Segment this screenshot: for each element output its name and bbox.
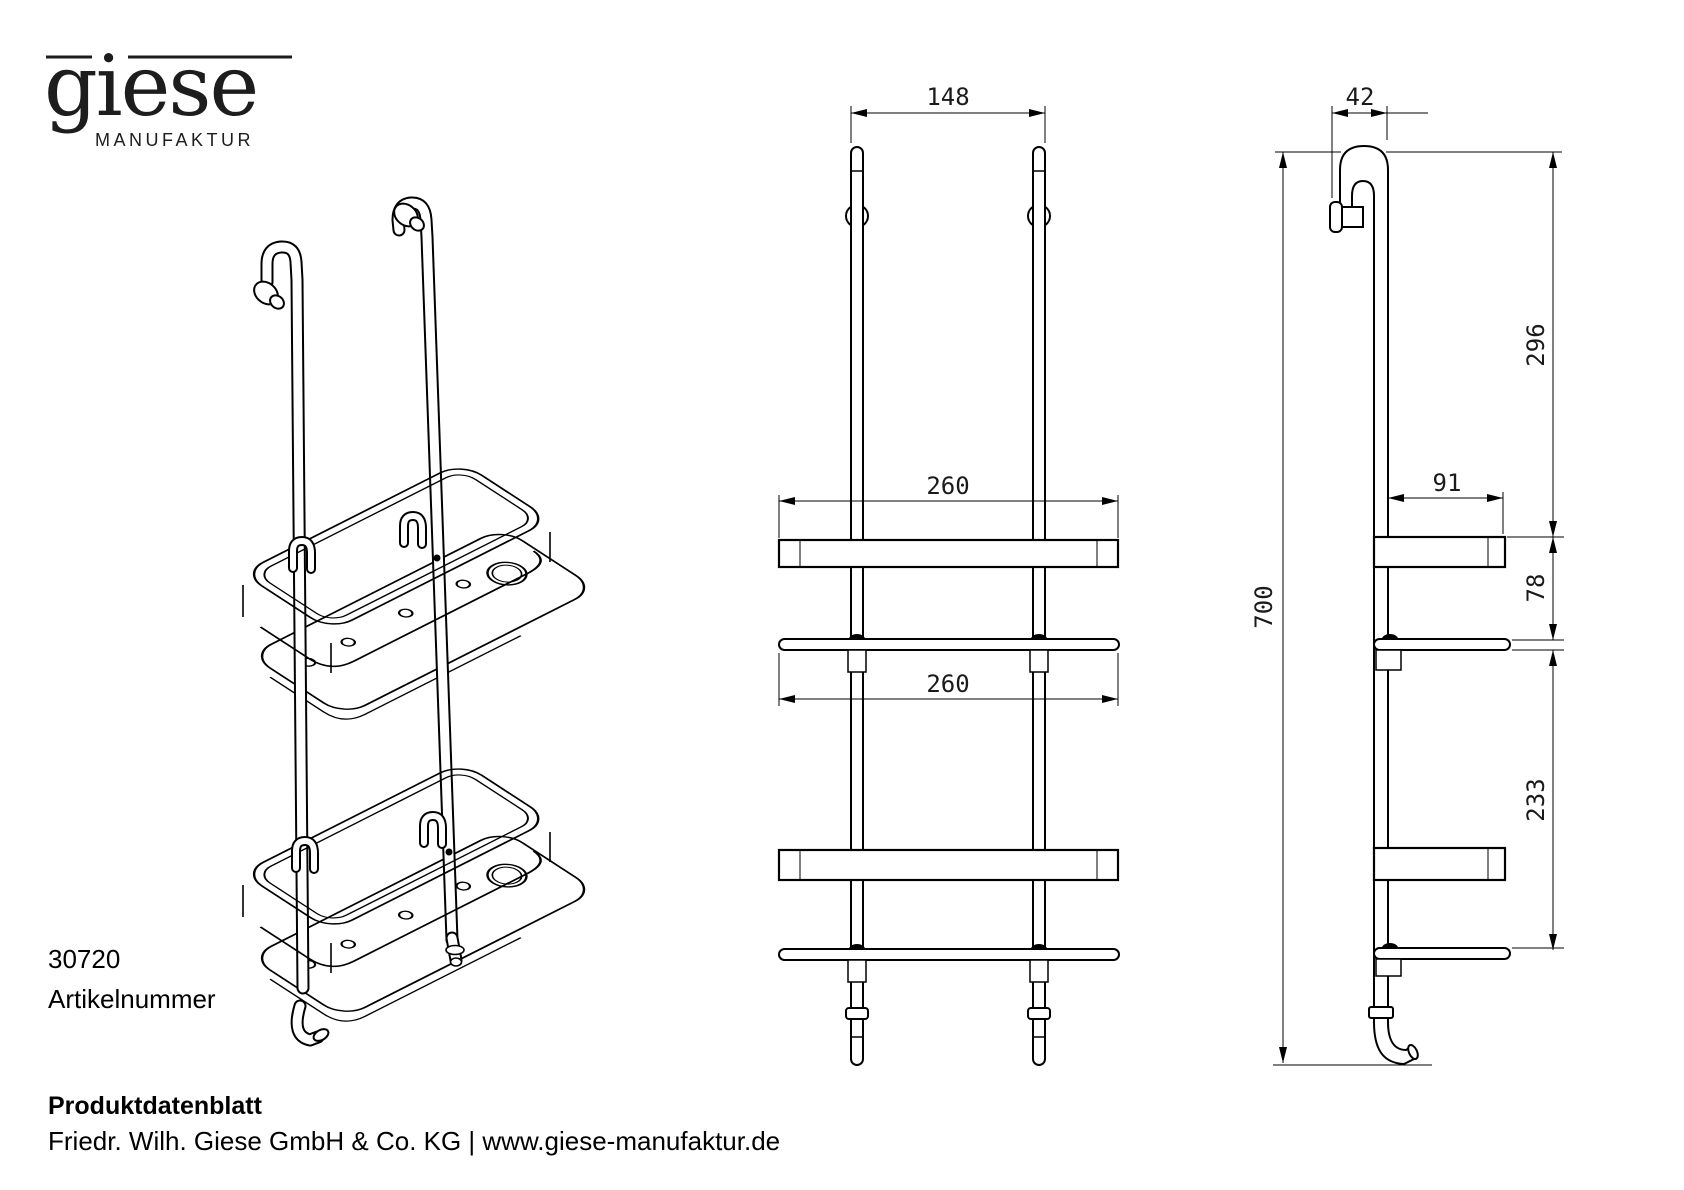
dim-296-label: 296 xyxy=(1522,323,1550,366)
dimension-labels: 148 260 260 42 91 700 296 78 233 xyxy=(926,83,1550,822)
side-lower-shelf xyxy=(1373,947,1511,960)
dim-260-lower-label: 260 xyxy=(926,670,969,698)
iso-right-wall-knob xyxy=(393,202,425,232)
lower-shelf-left-clamp xyxy=(847,959,867,983)
dim-260-upper xyxy=(778,495,1119,538)
lower-rim-corner-edges xyxy=(242,832,551,973)
lower-basket-rim-band xyxy=(259,850,542,968)
upper-shelf-left-clamp xyxy=(847,649,867,673)
dim-91 xyxy=(1388,492,1504,534)
article-info: 30720 Artikelnummer xyxy=(48,944,216,1014)
footer-doc-title: Produktdatenblatt xyxy=(48,1092,262,1120)
front-view xyxy=(777,106,1120,1066)
dim-78-label: 78 xyxy=(1522,574,1550,603)
side-lower-shelf-bracket xyxy=(1375,958,1402,977)
side-upper-basket xyxy=(1372,535,1507,569)
side-knob-body xyxy=(1341,206,1364,228)
dim-700 xyxy=(1273,151,1562,1066)
dim-42-label: 42 xyxy=(1346,83,1375,111)
lower-tray-thickness xyxy=(269,937,522,1022)
upper-basket-corner-ticks xyxy=(799,540,1098,567)
rim-hanger-straps xyxy=(288,511,447,874)
dim-260-lower xyxy=(778,653,1119,706)
upper-tray-thickness xyxy=(269,635,522,720)
front-right-rail xyxy=(1032,146,1046,1066)
front-upper-shelf xyxy=(778,638,1120,651)
iso-bottom-j-hook xyxy=(290,999,330,1047)
dim-260-upper-label: 260 xyxy=(926,472,969,500)
article-number-label: Artikelnummer xyxy=(48,984,216,1014)
dim-148 xyxy=(850,106,1046,143)
side-upper-shelf-bump xyxy=(1382,634,1398,639)
isometric-view xyxy=(242,196,586,1047)
lower-basket-corner-ticks xyxy=(799,850,1098,880)
rail-joint-lines xyxy=(851,170,1045,1038)
dim-78 xyxy=(1512,537,1564,641)
side-view xyxy=(1273,106,1564,1066)
footer-company-line: Friedr. Wilh. Giese GmbH & Co. KG | www.… xyxy=(48,1126,781,1156)
side-j-hook-cap xyxy=(1407,1043,1419,1061)
upper-basket-rim xyxy=(252,468,540,625)
dim-42 xyxy=(1331,106,1428,198)
front-left-collar xyxy=(845,1007,869,1020)
side-upper-shelf xyxy=(1373,638,1511,651)
front-lower-shelf xyxy=(778,948,1120,961)
lower-tray-clamp-dot xyxy=(445,848,453,856)
side-lower-basket xyxy=(1372,846,1507,882)
iso-left-rail xyxy=(260,240,310,995)
upper-shelf-right-clamp xyxy=(1029,649,1049,673)
brand-subtitle: MANUFAKTUR xyxy=(95,130,255,150)
upper-basket-rim-band xyxy=(259,550,542,668)
iso-left-wall-knob xyxy=(253,280,285,310)
dim-233 xyxy=(1512,649,1564,950)
lower-shelf-right-clamp xyxy=(1029,959,1049,983)
side-rail-hook xyxy=(1339,144,1418,1066)
article-number: 30720 xyxy=(48,944,121,974)
side-upper-shelf-bracket xyxy=(1375,649,1402,671)
front-left-rail xyxy=(850,146,864,1066)
upper-rim-corner-edges xyxy=(242,532,551,673)
dim-296 xyxy=(1507,152,1564,538)
dim-700-label: 700 xyxy=(1250,585,1278,628)
dim-148-label: 148 xyxy=(926,83,969,111)
iso-right-rail-bottom-end xyxy=(445,931,465,967)
front-right-collar xyxy=(1027,1007,1051,1020)
side-lower-shelf-bump xyxy=(1382,943,1398,948)
upper-tray-clamp-dot xyxy=(433,554,441,562)
side-knob-plate xyxy=(1329,201,1343,233)
front-lower-basket xyxy=(777,848,1120,882)
dim-91-label: 91 xyxy=(1433,469,1462,497)
footer: Produktdatenblatt Friedr. Wilh. Giese Gm… xyxy=(48,1092,780,1156)
lower-basket-rim xyxy=(252,768,540,925)
dim-233-label: 233 xyxy=(1522,778,1550,821)
side-collar xyxy=(1368,1006,1394,1019)
front-upper-basket xyxy=(777,538,1120,569)
